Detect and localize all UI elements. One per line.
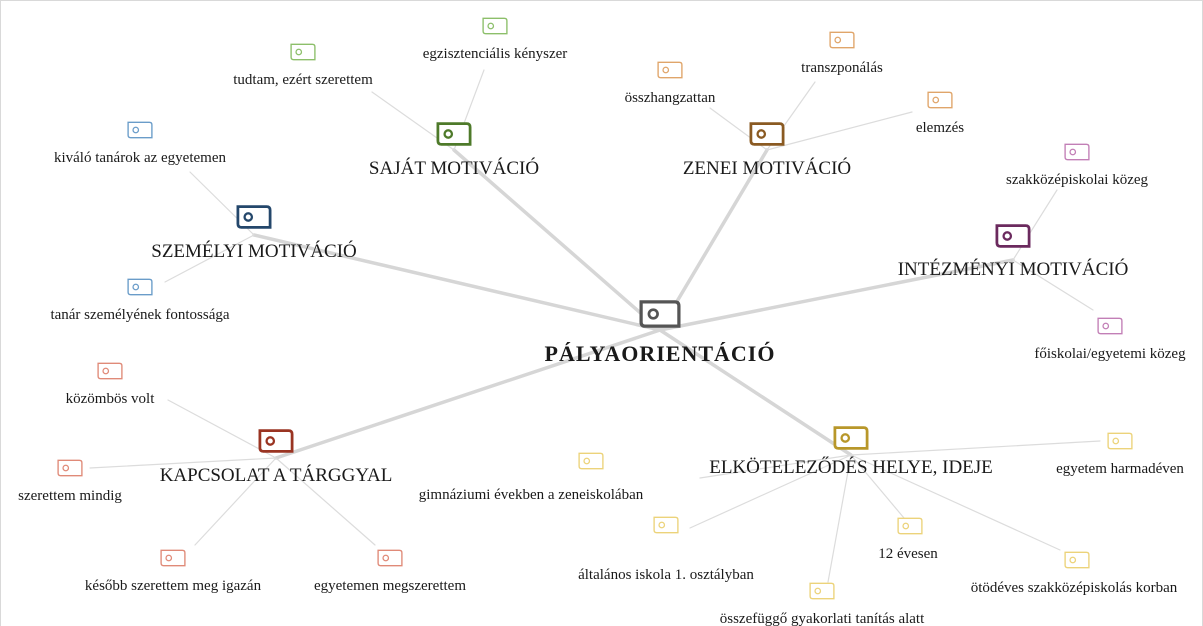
subtopic-icon[interactable] <box>57 459 83 477</box>
topic-icon-zenei[interactable] <box>749 122 785 146</box>
leaf-connector <box>275 457 376 546</box>
subtopic-label: később szerettem meg igazán <box>85 578 262 594</box>
center-topic-label: PÁLYAORIENTÁCIÓ <box>545 341 776 366</box>
branch-connector <box>452 148 662 332</box>
subtopic-icon[interactable] <box>377 549 403 567</box>
subtopic-icon[interactable] <box>657 61 683 79</box>
topic-label-sajat: SAJÁT MOTIVÁCIÓ <box>369 157 539 179</box>
topic-icon-intezmenyi[interactable] <box>995 224 1031 248</box>
leaf-connector <box>827 454 852 583</box>
subtopic-icon[interactable] <box>653 516 679 534</box>
leaf-connector <box>699 454 852 479</box>
subtopic-label: kiváló tanárok az egyetemen <box>54 150 227 166</box>
leaf-connector <box>689 454 852 529</box>
topic-icon-elkotelezodes[interactable] <box>833 426 869 450</box>
subtopic-icon[interactable] <box>809 582 835 600</box>
subtopic-label: 12 évesen <box>878 546 938 562</box>
branch-connector <box>658 258 1015 332</box>
branch-connector <box>658 148 769 332</box>
leaf-connector <box>1012 189 1058 261</box>
leaf-connector <box>167 399 277 459</box>
subtopic-label: általános iskola 1. osztályban <box>578 567 754 583</box>
leaf-connector <box>766 111 913 151</box>
subtopic-label: közömbös volt <box>66 391 156 407</box>
subtopic-label: gimnáziumi években a zeneiskolában <box>419 487 644 503</box>
subtopic-label: tanár személyének fontossága <box>50 307 229 323</box>
subtopic-icon[interactable] <box>578 452 604 470</box>
leaf-connector <box>850 454 1061 551</box>
subtopic-label: ötödéves szakközépiskolás korban <box>971 580 1178 596</box>
subtopic-icon[interactable] <box>160 549 186 567</box>
leaf-connector <box>1012 259 1094 311</box>
topic-label-szemelyi: SZEMÉLYI MOTIVÁCIÓ <box>151 240 357 262</box>
topic-icon-szemelyi[interactable] <box>236 205 272 229</box>
subtopic-label: főiskolai/egyetemi közeg <box>1034 346 1186 362</box>
subtopic-label: tudtam, ezért szerettem <box>233 72 373 88</box>
topic-label-intezmenyi: INTÉZMÉNYI MOTIVÁCIÓ <box>898 258 1129 280</box>
subtopic-icon[interactable] <box>127 121 153 139</box>
subtopic-label: egyetemen megszerettem <box>314 578 466 594</box>
subtopic-icon[interactable] <box>482 17 508 35</box>
branch-connector <box>274 328 662 460</box>
branch-connector <box>658 328 853 457</box>
leaf-connector <box>89 457 277 469</box>
topic-icon-kapcsolat[interactable] <box>258 429 294 453</box>
subtopic-icon[interactable] <box>897 517 923 535</box>
subtopic-label: szakközépiskolai közeg <box>1006 172 1149 188</box>
topic-icon-sajat[interactable] <box>436 122 472 146</box>
subtopic-icon[interactable] <box>829 31 855 49</box>
leaf-connector <box>850 440 1101 456</box>
subtopic-label: elemzés <box>916 120 964 136</box>
subtopic-icon[interactable] <box>1064 551 1090 569</box>
topic-label-zenei: ZENEI MOTIVÁCIÓ <box>683 157 851 179</box>
leaf-connector <box>164 234 255 283</box>
leaf-connector <box>850 454 905 519</box>
subtopic-label: összefüggő gyakorlati tanítás alatt <box>720 611 925 626</box>
subtopic-icon[interactable] <box>1107 432 1133 450</box>
topic-label-elkotelezodes: ELKÖTELEZŐDÉS HELYE, IDEJE <box>709 456 993 478</box>
subtopic-icon[interactable] <box>290 43 316 61</box>
subtopic-icon[interactable] <box>127 278 153 296</box>
subtopic-icon[interactable] <box>97 362 123 380</box>
topic-label-kapcsolat: KAPCSOLAT A TÁRGGYAL <box>160 464 393 486</box>
subtopic-label: egyetem harmadéven <box>1056 461 1184 477</box>
subtopic-label: összhangzattan <box>625 90 716 106</box>
leaf-connector <box>194 457 277 546</box>
subtopic-label: szerettem mindig <box>18 488 122 504</box>
center-topic-icon[interactable] <box>639 300 681 328</box>
branch-connector <box>252 233 662 332</box>
subtopic-label: transzponálás <box>801 60 883 76</box>
subtopic-label: egzisztenciális kényszer <box>423 46 568 62</box>
subtopic-icon[interactable] <box>1064 143 1090 161</box>
subtopic-icon[interactable] <box>927 91 953 109</box>
subtopic-icon[interactable] <box>1097 317 1123 335</box>
